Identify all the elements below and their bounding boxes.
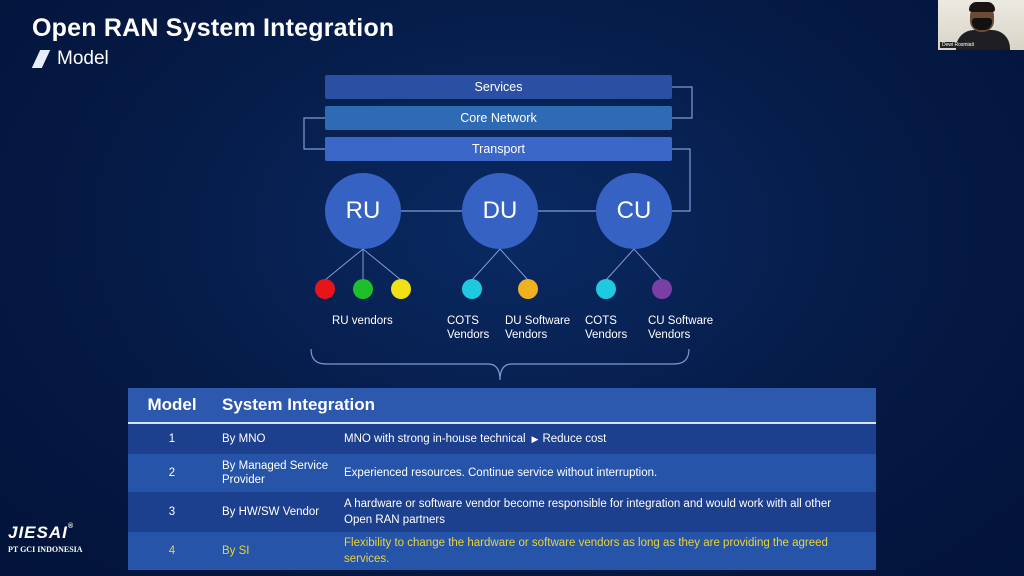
participant-hair [969,2,995,12]
cu-cots-cyan-dot [596,279,616,299]
arrow-right-icon: ▶ [531,434,539,444]
ru-vendors-label: RU vendors [332,315,393,327]
logo-company-name: PT GCI INDONESIA [8,545,83,554]
du-software-vendors-label: DU Software Vendors [505,315,571,341]
du-software-orange-dot [518,279,538,299]
ru-vendor-green-dot [353,279,373,299]
company-logo: JIESAI® PT GCI INDONESIA [8,523,98,569]
ru-vendor-red-dot [315,279,335,299]
du-node: DU [462,173,538,249]
slide-title: Open RAN System Integration [32,14,395,42]
webcam-thumbnail[interactable]: Dewi Rosmiati [938,0,1024,50]
du-cots-cyan-dot [462,279,482,299]
cu-node: CU [596,173,672,249]
transport-layer: Transport [325,137,672,161]
participant-name: Dewi Rosmiati [940,42,976,48]
cu-software-purple-dot [652,279,672,299]
header-system-integration: System Integration [222,395,376,414]
integration-models-table: Model System Integration 1 By MNO MNO wi… [128,388,876,570]
cu-cots-vendors-label: COTS Vendors [585,315,628,341]
table-header: Model System Integration [128,388,876,424]
table-row-highlighted: 4 By SI Flexibility to change the hardwa… [128,532,876,570]
services-layer: Services [325,75,672,99]
du-cots-vendors-label: COTS Vendors [447,315,490,341]
cu-software-vendors-label: CU Software Vendors [648,315,714,341]
table-row: 2 By Managed Service Provider Experience… [128,454,876,492]
table-row: 1 By MNO MNO with strong in-house techni… [128,424,876,454]
header-model: Model [147,395,197,414]
registered-mark: ® [67,523,75,530]
ru-node: RU [325,173,401,249]
subtitle-text: Model [57,48,109,69]
slide-subtitle: Model [31,48,109,70]
ru-vendor-yellow-dot [391,279,411,299]
core-network-layer: Core Network [325,106,672,130]
logo-mark: JIESAI [8,523,68,542]
participant-mask [972,18,992,30]
slash-accent-icon [31,50,51,68]
table-row: 3 By HW/SW Vendor A hardware or software… [128,492,876,532]
